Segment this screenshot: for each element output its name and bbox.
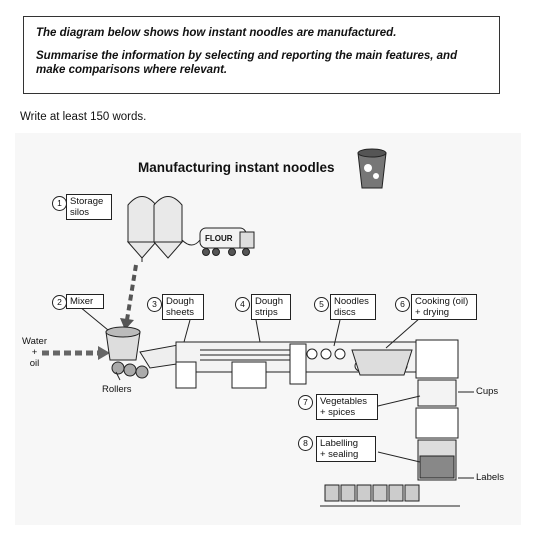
task-line-2: Summarise the information by selecting a… xyxy=(36,50,458,76)
conveyor xyxy=(175,341,421,389)
step-number-6: 6 xyxy=(395,297,410,312)
step-number-7: 7 xyxy=(298,395,313,410)
noodle-cup-icon xyxy=(357,148,387,189)
step-label-storage-silos: Storage silos xyxy=(66,194,112,220)
storage-silos xyxy=(126,196,184,262)
step-number-4: 4 xyxy=(235,297,250,312)
diagram-title: Manufacturing instant noodles xyxy=(138,160,335,175)
step-number-1: 1 xyxy=(52,196,67,211)
flour-truck xyxy=(199,227,255,256)
step-number-5: 5 xyxy=(314,297,329,312)
rollers-label: Rollers xyxy=(102,384,132,395)
mixer xyxy=(105,326,149,379)
cup-machine xyxy=(415,339,459,481)
step-label-dough-strips: Dough strips xyxy=(251,294,291,320)
step-label-cooking-drying: Cooking (oil) + drying xyxy=(411,294,477,320)
step-label-noodles-discs: Noodles discs xyxy=(330,294,376,320)
finished-cups xyxy=(320,484,460,507)
step-label-mixer: Mixer xyxy=(66,294,104,309)
step-label-vegetables-spices: Vegetables + spices xyxy=(316,394,378,420)
step-label-dough-sheets: Dough sheets xyxy=(162,294,204,320)
task-line-1: The diagram below shows how instant nood… xyxy=(36,27,397,39)
labels-label: Labels xyxy=(476,472,504,483)
cups-label: Cups xyxy=(476,386,499,397)
step-label-labelling-sealing: Labelling + sealing xyxy=(316,436,376,462)
step-number-3: 3 xyxy=(147,297,162,312)
step-number-8: 8 xyxy=(298,436,313,451)
word-count-instruction: Write at least 150 words. xyxy=(20,111,147,123)
step-number-2: 2 xyxy=(52,295,67,310)
truck-text: FLOUR xyxy=(205,234,233,243)
task-box: The diagram below shows how instant nood… xyxy=(23,16,500,94)
water-oil-label: Water + oil xyxy=(22,336,47,369)
